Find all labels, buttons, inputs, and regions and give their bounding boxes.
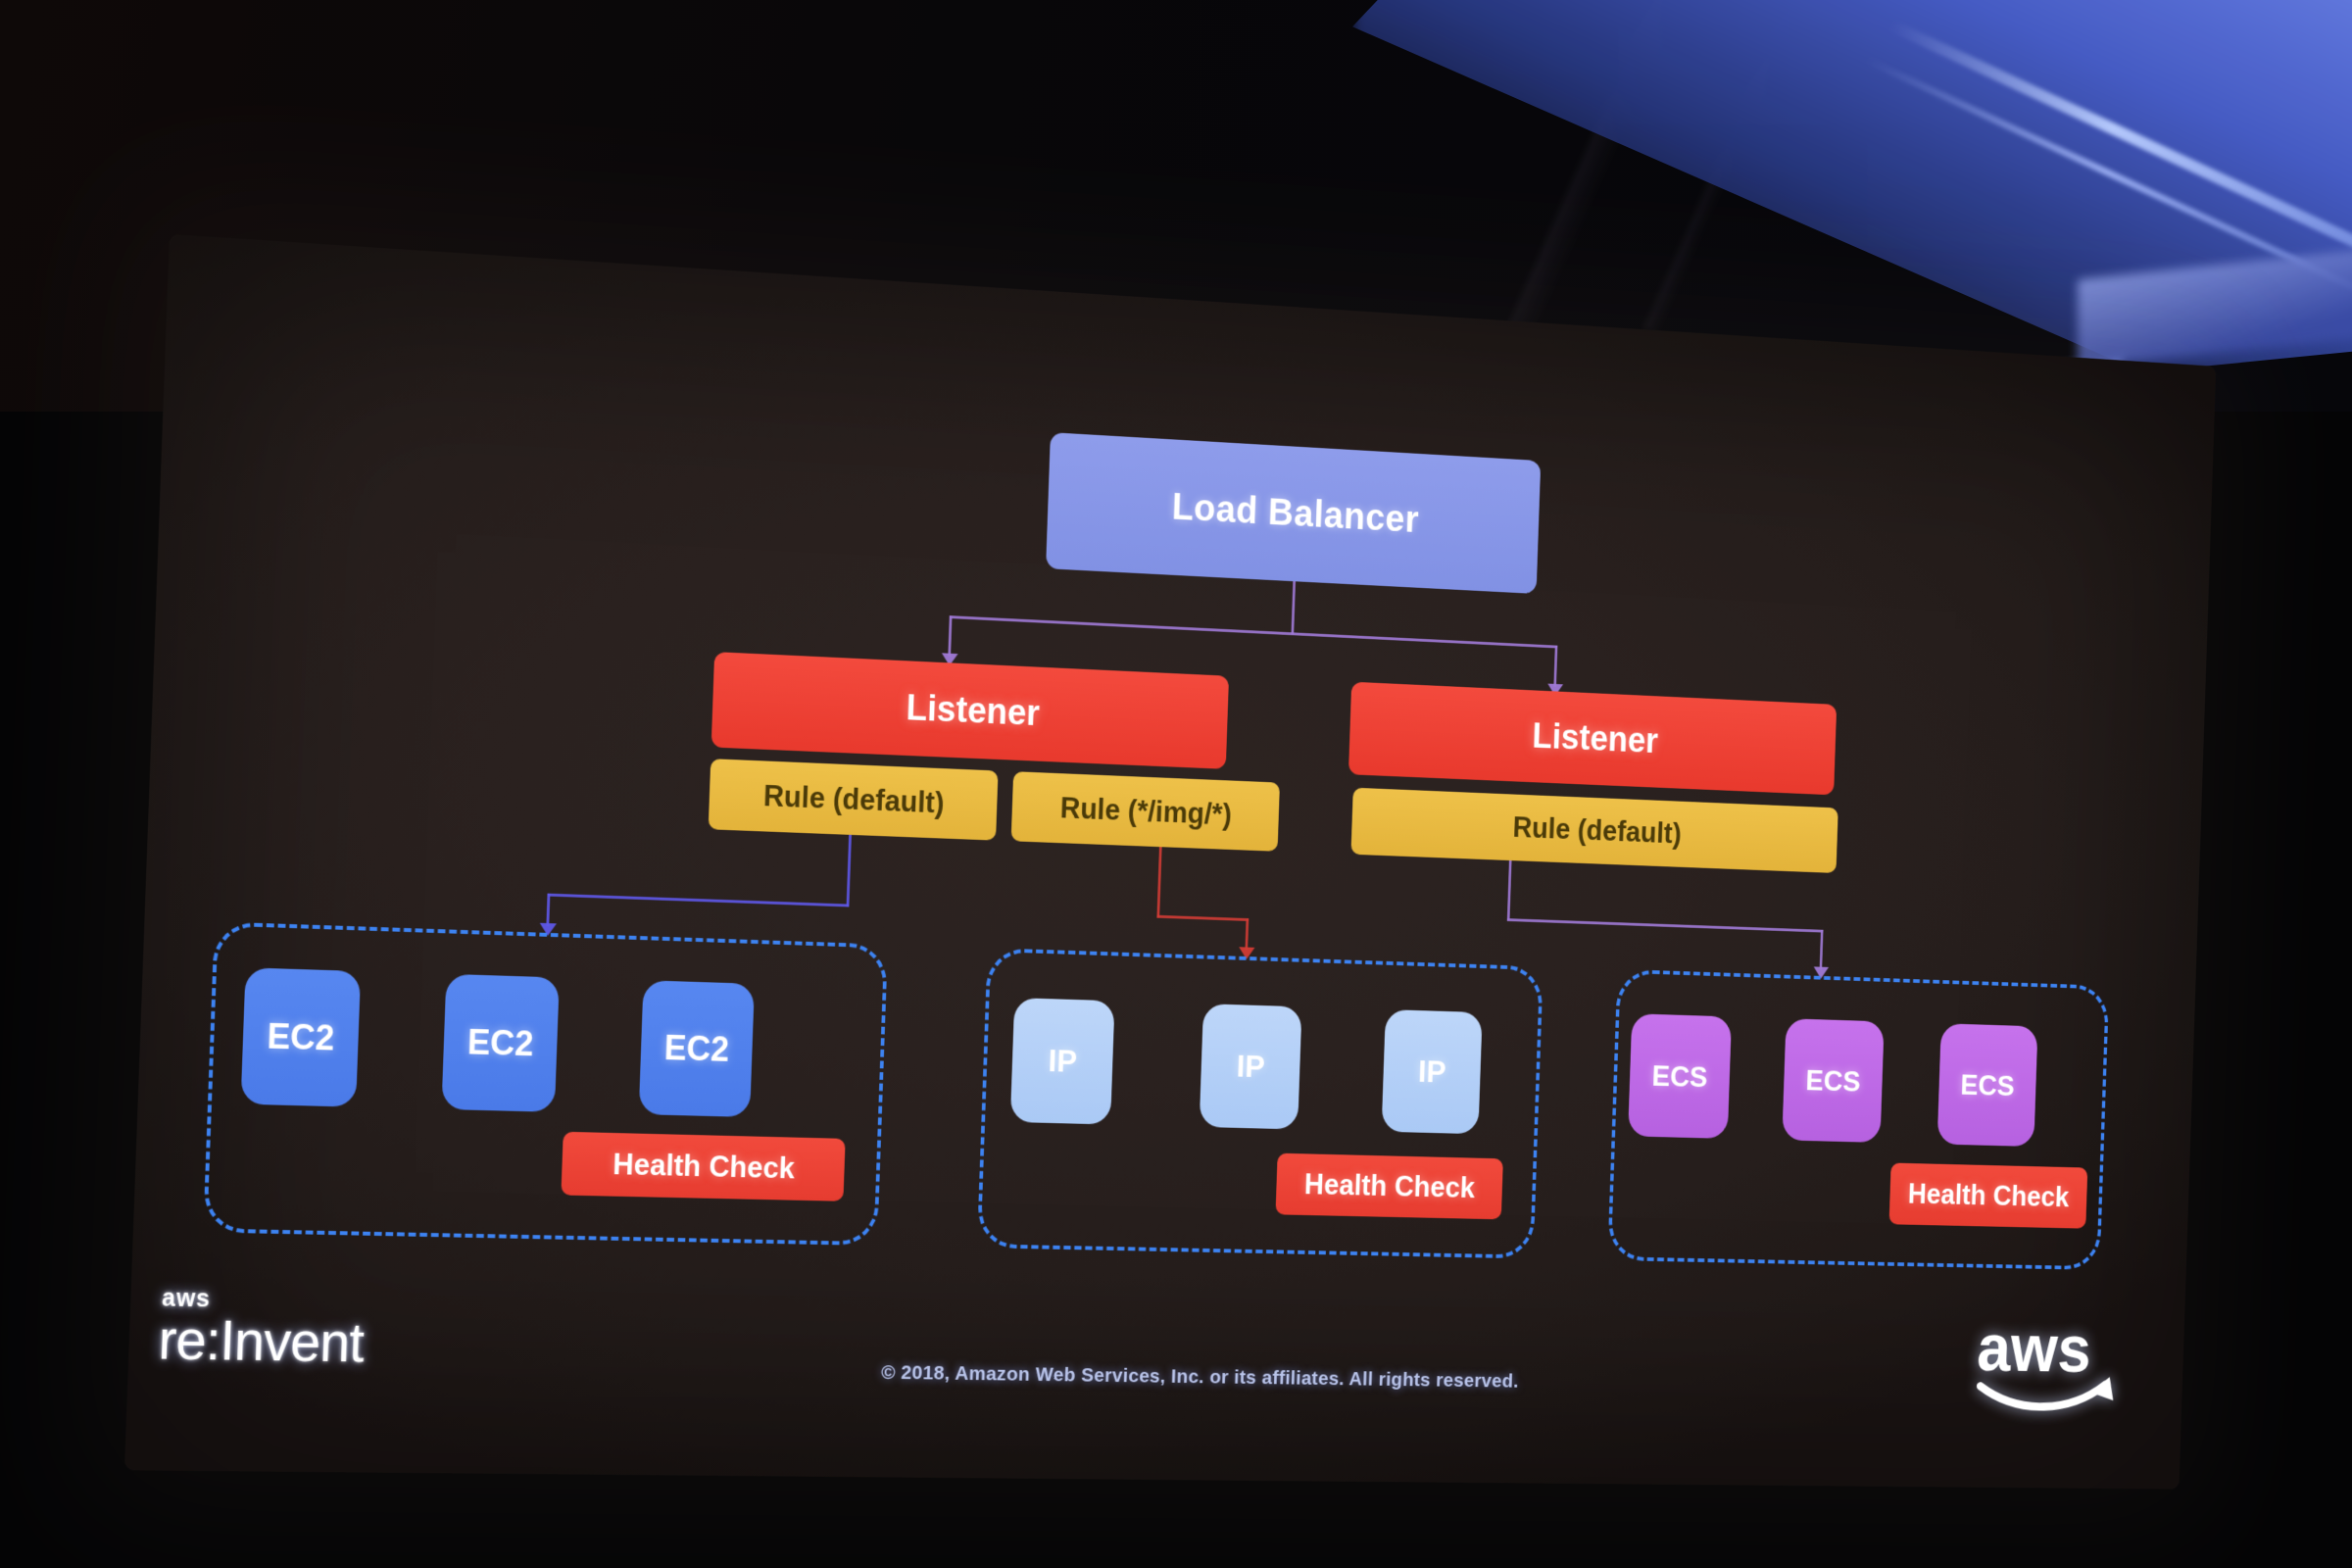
ec2-node-label: EC2	[466, 1021, 535, 1064]
rule-default-2-label: Rule (default)	[1512, 810, 1683, 851]
rule-img-pattern: Rule (*/img/*)	[1010, 771, 1280, 852]
ec2-node: EC2	[240, 967, 362, 1107]
ec2-target-group: EC2 EC2 EC2 Health Check	[203, 921, 888, 1247]
aws-logo: aws	[1960, 1303, 2136, 1424]
health-check-label: Health Check	[612, 1147, 796, 1186]
ec2-node-label: EC2	[266, 1015, 335, 1058]
health-check-badge: Health Check	[1275, 1152, 1503, 1220]
connector-rule3-horizontal	[1506, 918, 1824, 933]
connector-to-listener-1	[948, 615, 953, 657]
ecs-node: ECS	[1782, 1018, 1885, 1143]
ecs-node: ECS	[1936, 1023, 2038, 1148]
health-check-badge: Health Check	[1888, 1162, 2088, 1229]
ip-node-label: IP	[1047, 1042, 1078, 1080]
health-check-label: Health Check	[1907, 1177, 2070, 1213]
health-check-badge: Health Check	[561, 1131, 846, 1201]
ecs-node: ECS	[1628, 1013, 1732, 1139]
load-balancer-label: Load Balancer	[1171, 486, 1420, 541]
connector-rule2-stem	[1156, 847, 1162, 918]
connector-rule2-horizontal	[1156, 914, 1250, 921]
ec2-node: EC2	[441, 973, 560, 1112]
ec2-node-label: EC2	[663, 1027, 730, 1069]
rule-default-1-label: Rule (default)	[762, 778, 946, 820]
projection-screen: Load Balancer Listener Rule (default) Ru…	[124, 234, 2217, 1490]
connector-rule3-stem	[1506, 860, 1512, 921]
ip-node-label: IP	[1236, 1048, 1266, 1085]
ip-node: IP	[1199, 1004, 1302, 1130]
listener-2-label: Listener	[1531, 716, 1659, 761]
copyright-text: © 2018, Amazon Web Services, Inc. or its…	[880, 1361, 1520, 1393]
ecs-node-label: ECS	[1960, 1067, 2016, 1102]
connector-rule1-drop	[546, 893, 551, 927]
listener-2-box: Listener	[1348, 681, 1838, 796]
aws-logo-word: aws	[1976, 1309, 2092, 1386]
health-check-label: Health Check	[1303, 1167, 1476, 1204]
ip-node-label: IP	[1417, 1053, 1447, 1090]
ecs-target-group: ECS ECS ECS Health Check	[1607, 968, 2110, 1270]
ip-node: IP	[1381, 1009, 1483, 1135]
aws-smile-icon	[1980, 1383, 2105, 1407]
connector-lb-branch	[949, 615, 1558, 649]
ecs-node-label: ECS	[1651, 1058, 1709, 1094]
connector-to-listener-2	[1553, 645, 1558, 687]
ip-node: IP	[1009, 998, 1115, 1125]
rule-default-1: Rule (default)	[708, 759, 999, 841]
connector-rule3-drop	[1819, 929, 1824, 970]
connector-rule1-horizontal	[547, 893, 850, 907]
aws-logo-svg: aws	[1960, 1309, 2136, 1424]
connector-lb-stem	[1291, 581, 1297, 635]
listener-1-box: Listener	[710, 652, 1230, 769]
rule-img-pattern-label: Rule (*/img/*)	[1059, 791, 1233, 831]
listener-1-label: Listener	[906, 687, 1041, 734]
rule-default-2: Rule (default)	[1350, 787, 1838, 873]
connector-rule1-stem	[846, 834, 852, 907]
ecs-node-label: ECS	[1805, 1062, 1862, 1098]
ip-target-group: IP IP IP Health Check	[976, 948, 1544, 1259]
ec2-node: EC2	[638, 980, 755, 1117]
connector-rule2-drop	[1245, 918, 1250, 951]
load-balancer-box: Load Balancer	[1046, 432, 1542, 594]
